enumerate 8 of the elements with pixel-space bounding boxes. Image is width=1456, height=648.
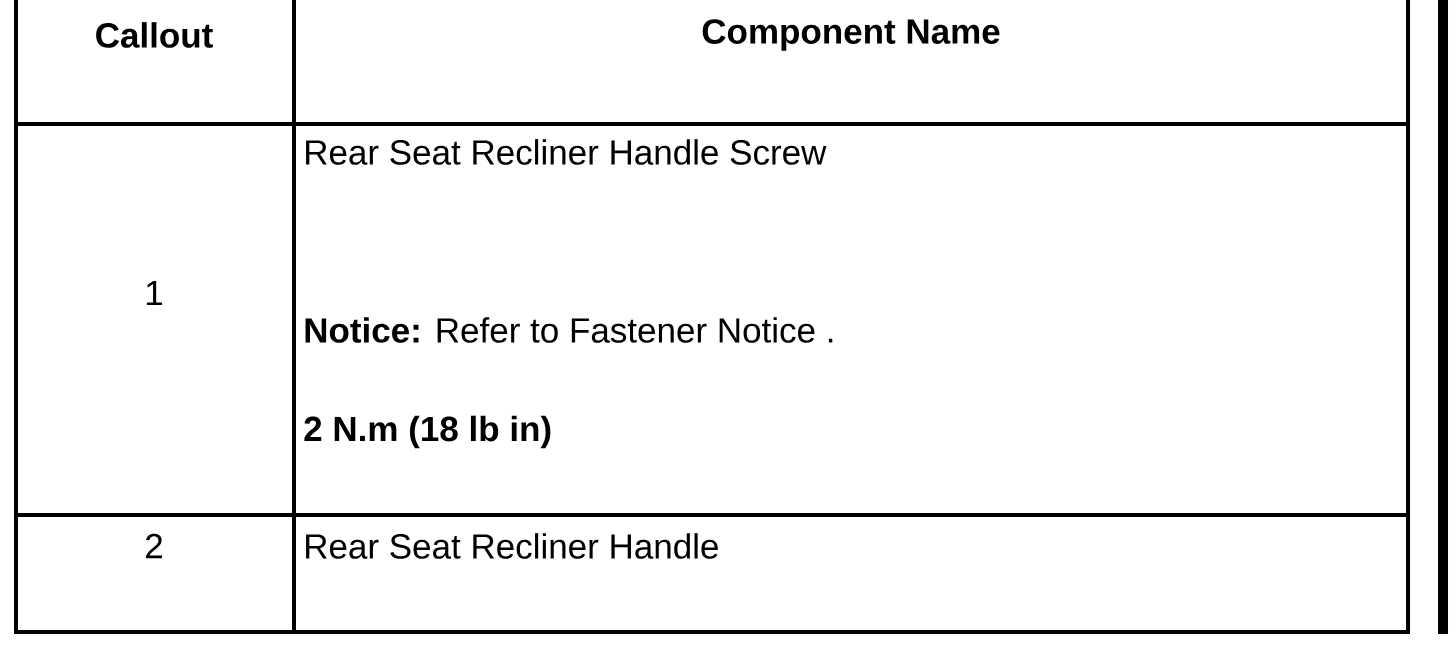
column-header: Component Name <box>702 19 1000 51</box>
callout-number: 1 <box>146 280 162 306</box>
table-cell-text: Notice: Refer to Fastener Notice . <box>305 317 833 343</box>
table-cell-text: 2 N.m (18 lb in) <box>304 415 551 449</box>
table-cell-text: Rear Seat Recliner Handle <box>306 533 718 559</box>
table-cell-text: Rear Seat Recliner Handle Screw <box>306 139 827 165</box>
column-header: Callout <box>96 22 213 48</box>
callout-number: 2 <box>146 533 162 559</box>
